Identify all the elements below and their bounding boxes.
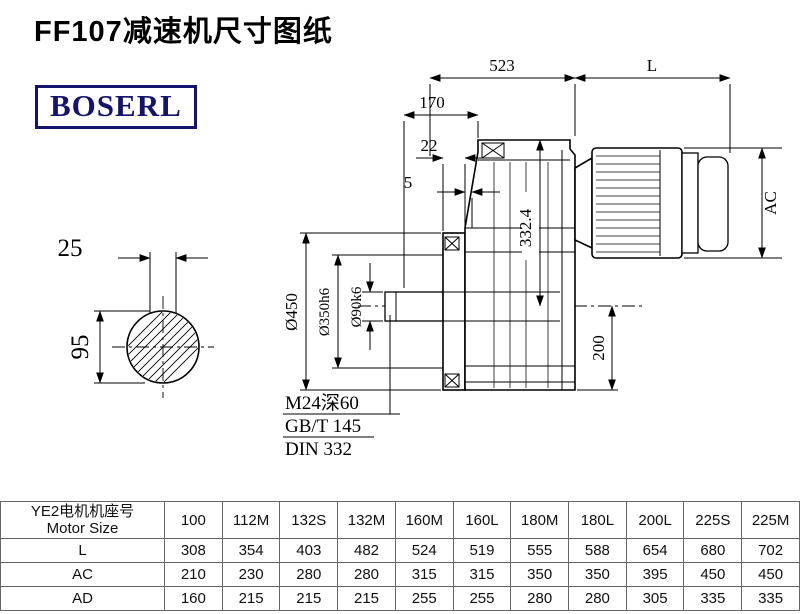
thread-callout: M24深60 GB/T 145 DIN 332 (283, 315, 400, 460)
table-cell: 215 (279, 586, 339, 611)
table-cell: 335 (683, 586, 743, 611)
table-cell: 280 (279, 562, 339, 587)
table-cell: 305 (625, 586, 685, 611)
column-header: 100 (164, 501, 223, 539)
column-header: 200L (625, 501, 685, 539)
table-cell: 230 (221, 562, 281, 587)
table-cell: 702 (741, 538, 800, 563)
note-tap: M24深60 (285, 392, 359, 414)
dim-332-4: 332.4 (516, 208, 535, 247)
table-row: L 308 354 403 482 524 519 555 588 654 68… (0, 538, 800, 563)
table-cell: 350 (510, 562, 570, 587)
table-cell: 335 (741, 586, 800, 611)
table-cell: 524 (394, 538, 454, 563)
motor-fins (596, 155, 660, 253)
dim-motor-length: L (647, 56, 657, 75)
dim-key-width: 25 (58, 235, 83, 262)
table-cell: 519 (452, 538, 512, 563)
table-header-en: Motor Size (46, 520, 119, 537)
table-header-motor-size: YE2电机机座号 Motor Size (0, 501, 165, 539)
gear-housing (464, 139, 576, 391)
motor-adapter (574, 156, 593, 250)
table-cell: 450 (741, 562, 800, 587)
table-cell: 308 (164, 538, 223, 563)
table-cell: 350 (568, 562, 627, 587)
column-header: 225S (683, 501, 743, 539)
table-cell: 403 (279, 538, 339, 563)
dim-shaft-height: 95 (67, 335, 94, 360)
gearbox-side-view: 523 L 170 22 5 AC 332.4 200 (282, 56, 782, 460)
fan-cover (697, 156, 729, 252)
column-header: 225M (741, 501, 800, 539)
table-cell: 255 (452, 586, 512, 611)
dim-22: 22 (421, 136, 438, 155)
dim-ac: AC (761, 191, 780, 215)
table-cell: 215 (221, 586, 281, 611)
dim-5: 5 (404, 173, 413, 192)
column-header: 160L (452, 501, 512, 539)
table-cell: 315 (452, 562, 512, 587)
shaft-cross-section: 25 95 (58, 235, 214, 398)
table-cell: 482 (337, 538, 396, 563)
motor-end-ring (681, 152, 699, 254)
dim-dia90: Ø90k6 (349, 286, 365, 327)
table-cell: 654 (625, 538, 685, 563)
row-label: AD (0, 586, 165, 611)
table-cell: 160 (164, 586, 223, 611)
column-header: 180M (510, 501, 570, 539)
row-label: L (0, 538, 165, 563)
dim-200: 200 (589, 335, 608, 361)
table-cell: 210 (164, 562, 223, 587)
table-cell: 395 (625, 562, 685, 587)
table-cell: 280 (337, 562, 396, 587)
dim-170: 170 (419, 93, 445, 112)
row-label: AC (0, 562, 165, 587)
output-shaft (384, 291, 444, 322)
brand-logo: BOSERL (35, 85, 197, 129)
table-cell: 680 (683, 538, 743, 563)
table-cell: 280 (568, 586, 627, 611)
note-din332: DIN 332 (285, 439, 352, 460)
column-header: 180L (568, 501, 627, 539)
dim-dia450: Ø450 (282, 293, 301, 331)
table-header-cn: YE2电机机座号 (30, 503, 135, 520)
motor-size-table: YE2电机机座号 Motor Size 100 112M 132S 132M 1… (0, 501, 800, 611)
table-row: AC 210 230 280 280 315 315 350 350 395 4… (0, 562, 800, 587)
motor-body (591, 147, 683, 259)
column-header: 112M (221, 501, 281, 539)
dim-dia350: Ø350h6 (317, 287, 333, 336)
table-cell: 255 (394, 586, 454, 611)
table-cell: 315 (394, 562, 454, 587)
table-cell: 215 (337, 586, 396, 611)
table-cell: 354 (221, 538, 281, 563)
column-header: 132S (279, 501, 339, 539)
table-cell: 450 (683, 562, 743, 587)
table-row: AD 160 215 215 215 255 255 280 280 305 3… (0, 586, 800, 611)
dim-523: 523 (489, 56, 515, 75)
table-cell: 555 (510, 538, 570, 563)
column-header: 132M (337, 501, 396, 539)
note-gbt145: GB/T 145 (285, 416, 361, 437)
page-title: FF107减速机尺寸图纸 (34, 16, 333, 48)
technical-drawing: 25 95 (58, 56, 782, 460)
table-cell: 588 (568, 538, 627, 563)
table-cell: 280 (510, 586, 570, 611)
column-header: 160M (394, 501, 454, 539)
mounting-flange (442, 232, 466, 391)
